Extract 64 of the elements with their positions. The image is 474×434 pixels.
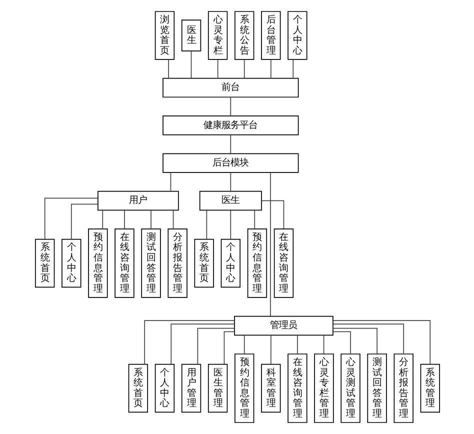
- node-box: 在线咨询管理: [287, 354, 307, 423]
- node-box: 预约信息管理: [246, 228, 267, 298]
- node-box: 测试回答管理: [366, 354, 386, 423]
- node-box: 分析报告管理: [393, 354, 413, 423]
- node-box: 心灵专栏管理: [314, 354, 334, 423]
- connector: [270, 59, 271, 79]
- node-box: 在线咨询管理: [114, 228, 134, 298]
- node-box: 系统首页: [34, 238, 54, 288]
- node-box: 用户: [97, 190, 178, 211]
- node-box: 管理员: [234, 316, 333, 336]
- connector: [254, 210, 255, 230]
- connector: [270, 334, 271, 364]
- connector: [260, 200, 284, 230]
- connector: [196, 328, 234, 365]
- node-box: 预约信息管理: [88, 228, 108, 298]
- node-box: 系统管理: [420, 364, 440, 413]
- connector: [230, 172, 231, 192]
- connector: [144, 320, 234, 365]
- node-box: 个人中心: [61, 238, 81, 288]
- node-box: 预约信息管理: [234, 354, 254, 423]
- node-box: 用户管理: [180, 364, 201, 413]
- node-box: 科室管理: [260, 364, 280, 413]
- connector: [243, 334, 244, 354]
- connector: [332, 324, 404, 354]
- node-box: 在线咨询管理: [273, 228, 294, 298]
- node-box: 测试回答管理: [140, 228, 160, 298]
- connector: [230, 210, 231, 240]
- node-box: 医生管理: [207, 364, 228, 413]
- node-box: 系统公告: [234, 11, 254, 60]
- connector: [170, 324, 234, 364]
- connector: [230, 96, 231, 116]
- connector: [44, 198, 98, 240]
- node-box: 健康服务平台: [162, 116, 298, 136]
- connector: [150, 210, 151, 230]
- node-box: 医生: [180, 20, 201, 52]
- connector: [332, 331, 350, 354]
- node-box: 系统首页: [194, 238, 214, 288]
- node-box: 个人中心: [287, 11, 307, 60]
- node-box: 系统首页: [128, 364, 148, 413]
- connector: [332, 328, 377, 354]
- node-box: 浏览首页: [154, 11, 174, 60]
- node-box: 后台管理: [260, 11, 280, 60]
- connector: [243, 59, 244, 79]
- connector: [332, 320, 430, 365]
- connector: [102, 210, 103, 230]
- node-box: 心灵专栏: [207, 11, 228, 60]
- connector: [296, 334, 298, 354]
- connector: [170, 172, 171, 192]
- connector: [322, 334, 324, 354]
- connector: [190, 50, 192, 79]
- connector: [230, 134, 231, 154]
- node-box: 个人中心: [154, 364, 174, 413]
- node-box: 分析报告管理: [167, 228, 187, 298]
- connector: [70, 204, 98, 240]
- node-box: 个人中心: [220, 238, 240, 288]
- node-box: 后台模块: [162, 153, 298, 173]
- connector: [223, 331, 234, 364]
- node-box: 心灵测试管理: [340, 354, 360, 423]
- node-box: 医生: [198, 190, 262, 211]
- connector: [216, 59, 218, 79]
- connector: [206, 210, 207, 240]
- connector: [172, 210, 174, 230]
- connector: [292, 59, 294, 79]
- node-box: 前台: [162, 78, 298, 98]
